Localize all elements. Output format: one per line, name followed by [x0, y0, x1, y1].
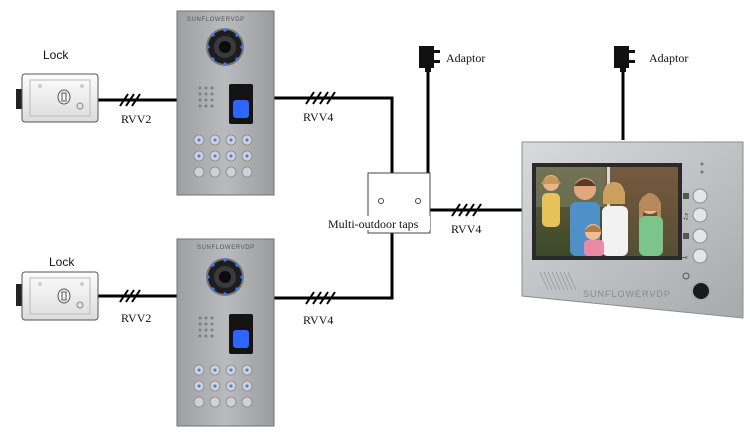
brand-panel-top: SUNFLOWERVDP — [187, 17, 245, 23]
adaptor-label-left: Adaptor — [446, 51, 485, 65]
brand-panel-bottom: SUNFLOWERVDP — [197, 245, 255, 251]
monitor-camera-button — [691, 281, 711, 301]
outdoor-panel-bottom: SUNFLOWERVDP — [176, 238, 275, 427]
cable-tick-marks — [119, 91, 482, 305]
adaptor-icon-right — [614, 46, 635, 72]
cable-label-rvv4-top: RVV4 — [303, 110, 333, 124]
cable-panel-bottom — [272, 233, 394, 300]
lock-device-top — [16, 73, 99, 123]
monitor-screen-photo — [536, 167, 678, 256]
cable-panel-top — [272, 96, 394, 173]
svg-text:⊸: ⊸ — [681, 253, 688, 262]
cable-label-rvv4-monitor: RVV4 — [451, 222, 481, 236]
adaptor-icon-left — [419, 46, 440, 72]
cable-label-rvv2-bottom: RVV2 — [121, 311, 151, 325]
taps-label: Multi-outdoor taps — [328, 217, 419, 231]
multi-outdoor-taps-box — [326, 172, 431, 234]
cable-label-rvv4-bottom: RVV4 — [303, 313, 333, 327]
lock-label-bottom: Lock — [49, 255, 75, 269]
monitor-speaker-grill — [539, 271, 577, 291]
monitor-side-buttons: ♫ ⊸ — [681, 162, 708, 280]
svg-text:♫: ♫ — [682, 212, 689, 221]
cable-label-rvv2-top: RVV2 — [121, 112, 151, 126]
lock-label-top: Lock — [43, 48, 69, 62]
brand-monitor: SUNFLOWERVDP — [583, 289, 671, 299]
lock-device-bottom — [16, 271, 99, 321]
indoor-monitor: ♫ ⊸ SUNFLOWERVDP — [521, 141, 744, 319]
adaptor-label-right: Adaptor — [649, 51, 688, 65]
outdoor-panel-top: SUNFLOWERVDP — [176, 10, 275, 196]
